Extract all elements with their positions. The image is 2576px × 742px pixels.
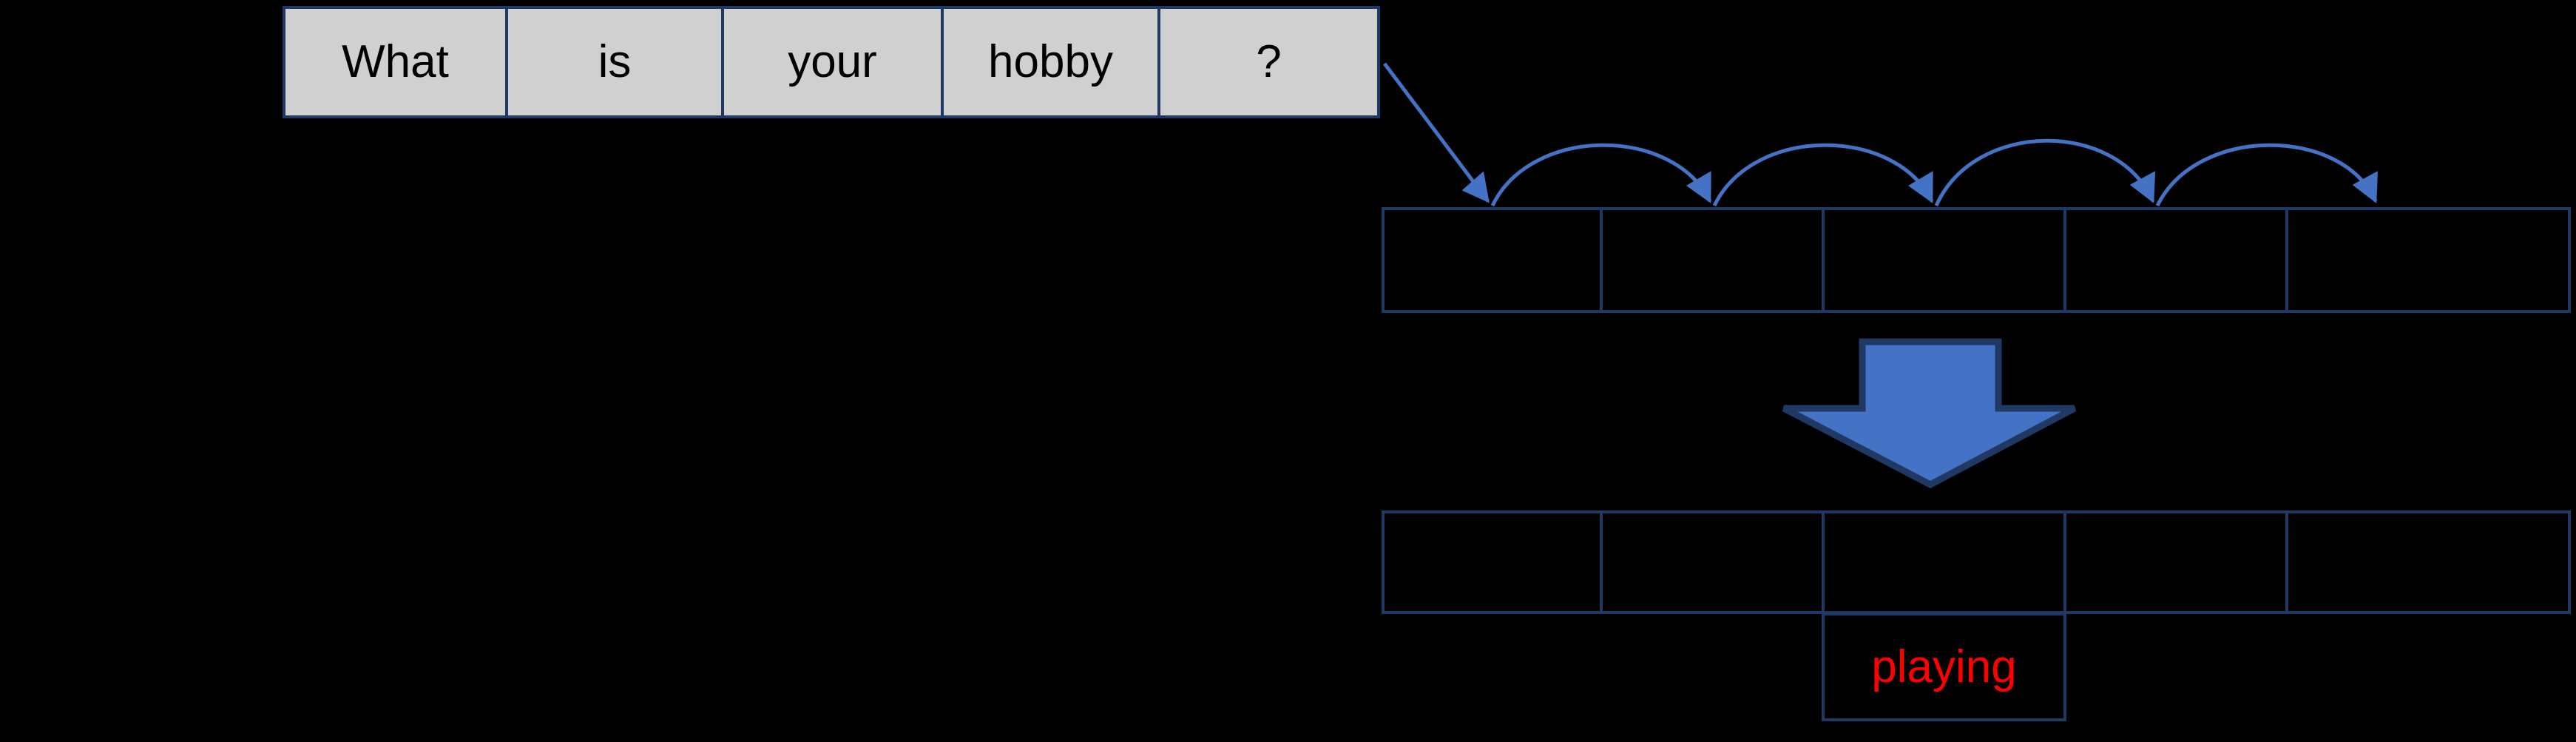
input-token-cell-2[interactable]: your — [721, 6, 944, 118]
encoder-slot-cell-0[interactable] — [1382, 207, 1603, 313]
input-token-cell-0[interactable]: What — [283, 6, 508, 118]
decoder-slot-cell-1[interactable] — [1600, 510, 1825, 614]
hop-arrow-1 — [1490, 143, 1712, 207]
decoder-slot-cell-3[interactable] — [2063, 510, 2288, 614]
encoder-slot-cell-2[interactable] — [1822, 207, 2066, 313]
input-token-cell-4[interactable]: ? — [1157, 6, 1380, 118]
decoder-slot-cell-4[interactable] — [2285, 510, 2571, 614]
input-to-encoder-arrow — [1383, 62, 1490, 203]
encoder-slot-cell-4[interactable] — [2285, 207, 2571, 313]
input-token-cell-1[interactable]: is — [505, 6, 724, 118]
input-token-row: What is your hobby ? — [283, 6, 1380, 118]
encoder-slot-row — [1382, 207, 2571, 313]
output-word-label: playing — [1871, 641, 2017, 692]
input-token-label-0: What — [342, 36, 449, 87]
input-token-label-1: is — [598, 36, 632, 87]
encoder-slot-cell-1[interactable] — [1600, 207, 1825, 313]
input-token-label-4: ? — [1256, 36, 1282, 87]
decoder-slot-cell-0[interactable] — [1382, 510, 1603, 614]
decoder-slot-cell-2[interactable] — [1822, 510, 2066, 614]
output-word-cell[interactable]: playing — [1822, 613, 2066, 721]
hop-arrow-3 — [1934, 138, 2156, 207]
encoder-slot-cell-3[interactable] — [2063, 207, 2288, 313]
input-token-label-3: hobby — [988, 36, 1113, 87]
hop-arrow-2 — [1712, 143, 1934, 207]
input-token-label-2: your — [788, 36, 877, 87]
decoder-slot-row — [1382, 510, 2571, 614]
hop-arrow-4 — [2155, 143, 2378, 207]
encoder-to-decoder-block-arrow — [1782, 338, 2077, 489]
input-token-cell-3[interactable]: hobby — [941, 6, 1160, 118]
